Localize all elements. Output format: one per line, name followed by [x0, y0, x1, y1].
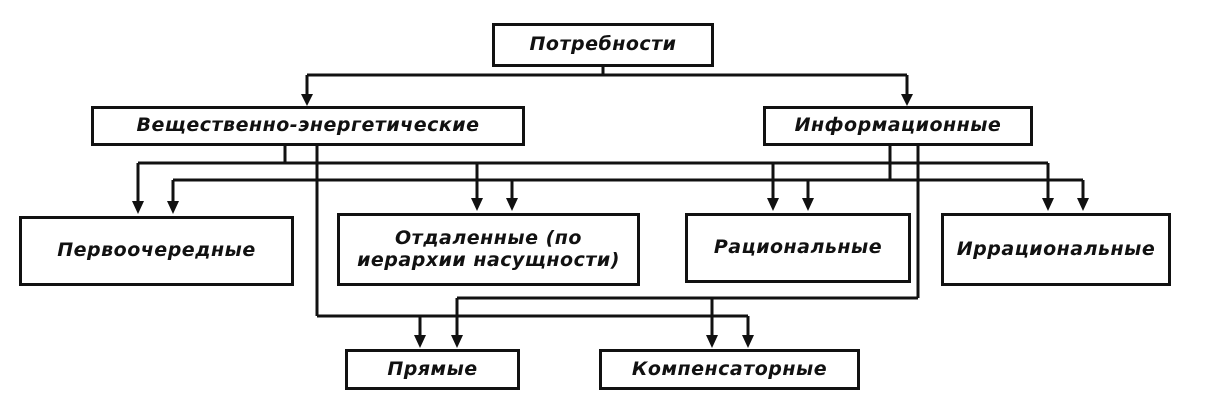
node-remote: Отдаленные (по иерархии насущности): [337, 213, 640, 286]
node-remote-label-line1: Отдаленные (по: [395, 226, 582, 249]
node-primary: Первоочередные: [19, 216, 294, 286]
arrow-info-remote: [506, 198, 518, 211]
node-material-energy-label: Вещественно-энергетические: [136, 114, 480, 137]
node-irrational-label: Иррациональные: [956, 237, 1156, 260]
node-needs: Потребности: [492, 23, 714, 67]
arrow-info-rational: [802, 198, 814, 211]
arrow-ve-primary: [132, 201, 144, 214]
node-rational-label: Рациональные: [713, 236, 883, 259]
node-material-energy: Вещественно-энергетические: [91, 106, 525, 146]
arrow-ve-compensatory: [742, 335, 754, 348]
arrow-info-irrational: [1077, 198, 1089, 211]
node-irrational: Иррациональные: [941, 213, 1171, 286]
node-direct-label: Прямые: [387, 357, 478, 380]
arrow-ve-rational: [767, 198, 779, 211]
arrow-ve-remote: [471, 198, 483, 211]
node-compensatory-label: Компенсаторные: [631, 357, 828, 380]
arrow-info-compensatory: [706, 335, 718, 348]
arrow-info-direct: [451, 335, 463, 348]
arrow-to-ve: [301, 94, 313, 106]
arrow-to-info: [901, 94, 913, 106]
node-rational: Рациональные: [685, 213, 911, 283]
node-informational-label: Информационные: [794, 114, 1002, 137]
node-remote-label-line2: иерархии насущности): [357, 248, 620, 271]
node-informational: Информационные: [763, 106, 1033, 146]
arrow-info-primary: [167, 201, 179, 214]
node-compensatory: Компенсаторные: [599, 349, 860, 390]
node-direct: Прямые: [345, 349, 520, 390]
arrow-ve-direct: [414, 335, 426, 348]
arrow-ve-irrational: [1042, 198, 1054, 211]
node-primary-label: Первоочередные: [57, 239, 256, 262]
node-needs-label: Потребности: [529, 33, 677, 56]
